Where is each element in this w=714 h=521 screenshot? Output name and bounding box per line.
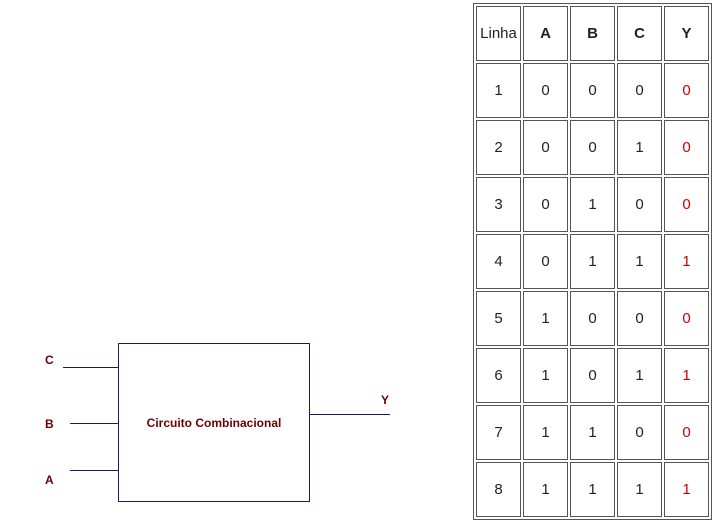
cell-c: 0 [617, 177, 662, 232]
cell-b: 0 [570, 291, 615, 346]
cell-b: 0 [570, 120, 615, 175]
cell-y: 0 [664, 177, 709, 232]
cell-b: 0 [570, 63, 615, 118]
table-row: 3 0 1 0 0 [476, 177, 709, 232]
cell-linha: 5 [476, 291, 521, 346]
table-row: 6 1 0 1 1 [476, 348, 709, 403]
circuit-block-label: Circuito Combinacional [146, 415, 282, 430]
circuit-diagram: C B A Y Circuito Combinacional [45, 343, 390, 502]
cell-y: 0 [664, 63, 709, 118]
cell-c: 0 [617, 291, 662, 346]
cell-b: 1 [570, 234, 615, 289]
cell-c: 1 [617, 462, 662, 517]
cell-y: 1 [664, 348, 709, 403]
cell-y: 1 [664, 462, 709, 517]
cell-y: 0 [664, 291, 709, 346]
input-wire-a [70, 470, 119, 471]
header-c: C [617, 6, 662, 61]
cell-y: 0 [664, 120, 709, 175]
truth-table-header-row: Linha A B C Y [476, 6, 709, 61]
cell-c: 1 [617, 120, 662, 175]
cell-a: 0 [523, 177, 568, 232]
cell-b: 1 [570, 405, 615, 460]
output-label-y: Y [381, 393, 390, 407]
input-label-c: C [45, 353, 54, 367]
table-row: 1 0 0 0 0 [476, 63, 709, 118]
header-y: Y [664, 6, 709, 61]
cell-c: 1 [617, 234, 662, 289]
cell-y: 1 [664, 234, 709, 289]
table-row: 5 1 0 0 0 [476, 291, 709, 346]
table-row: 4 0 1 1 1 [476, 234, 709, 289]
cell-c: 1 [617, 348, 662, 403]
input-label-b: B [45, 417, 54, 431]
cell-a: 1 [523, 291, 568, 346]
cell-a: 0 [523, 63, 568, 118]
cell-linha: 6 [476, 348, 521, 403]
cell-a: 1 [523, 405, 568, 460]
input-wire-c [63, 367, 119, 368]
cell-a: 1 [523, 348, 568, 403]
cell-linha: 4 [476, 234, 521, 289]
input-wire-b [70, 423, 119, 424]
output-wire-y [310, 414, 390, 415]
cell-b: 1 [570, 462, 615, 517]
table-row: 7 1 1 0 0 [476, 405, 709, 460]
cell-b: 0 [570, 348, 615, 403]
input-label-a: A [45, 473, 54, 487]
cell-linha: 3 [476, 177, 521, 232]
header-b: B [570, 6, 615, 61]
cell-a: 1 [523, 462, 568, 517]
table-row: 2 0 0 1 0 [476, 120, 709, 175]
header-a: A [523, 6, 568, 61]
cell-a: 0 [523, 234, 568, 289]
cell-b: 1 [570, 177, 615, 232]
cell-linha: 2 [476, 120, 521, 175]
table-row: 8 1 1 1 1 [476, 462, 709, 517]
cell-linha: 8 [476, 462, 521, 517]
cell-linha: 1 [476, 63, 521, 118]
cell-a: 0 [523, 120, 568, 175]
combinational-circuit-block: Circuito Combinacional [118, 343, 310, 502]
header-linha: Linha [476, 6, 521, 61]
cell-linha: 7 [476, 405, 521, 460]
cell-y: 0 [664, 405, 709, 460]
truth-table: Linha A B C Y 1 0 0 0 0 2 0 0 1 0 3 0 1 … [473, 3, 712, 520]
cell-c: 0 [617, 63, 662, 118]
cell-c: 0 [617, 405, 662, 460]
